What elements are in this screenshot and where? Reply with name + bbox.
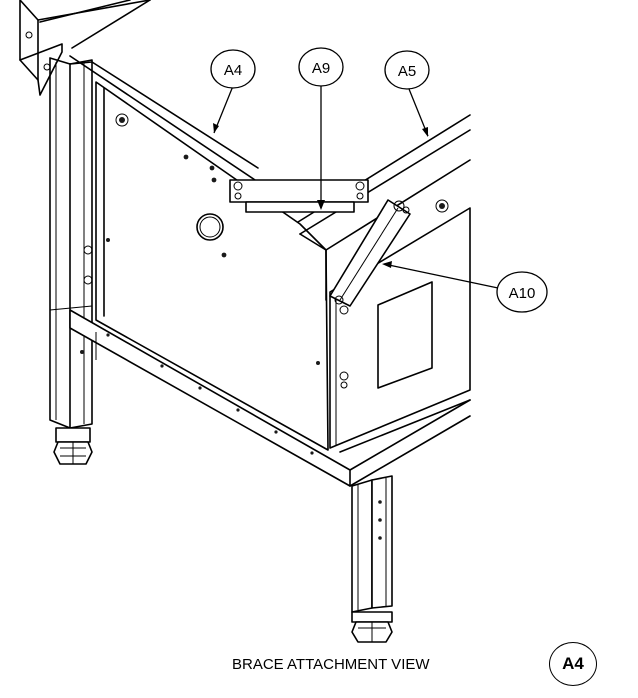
callout-a9: A9 bbox=[298, 47, 344, 210]
rear-left-foot bbox=[53, 427, 93, 465]
callout-a5-label: A5 bbox=[398, 63, 416, 80]
rear-left-leg bbox=[49, 57, 93, 429]
callout-a10: A10 bbox=[382, 261, 548, 313]
callout-a4-label: A4 bbox=[224, 62, 242, 79]
front-foot bbox=[351, 611, 393, 643]
lower-frame-rail bbox=[69, 309, 471, 487]
front-box-section bbox=[297, 114, 471, 453]
callout-a4: A4 bbox=[210, 49, 256, 134]
callout-a10-label: A10 bbox=[509, 285, 536, 302]
front-leg bbox=[351, 475, 393, 613]
view-caption: BRACE ATTACHMENT VIEW bbox=[232, 656, 430, 673]
view-label-badge: A4 bbox=[549, 642, 597, 686]
a10-diagonal-brace bbox=[329, 199, 411, 315]
upper-left-frame bbox=[19, 0, 151, 96]
callout-a9-label: A9 bbox=[312, 60, 330, 77]
a9-bracket bbox=[229, 179, 369, 213]
callout-a5: A5 bbox=[384, 50, 430, 137]
